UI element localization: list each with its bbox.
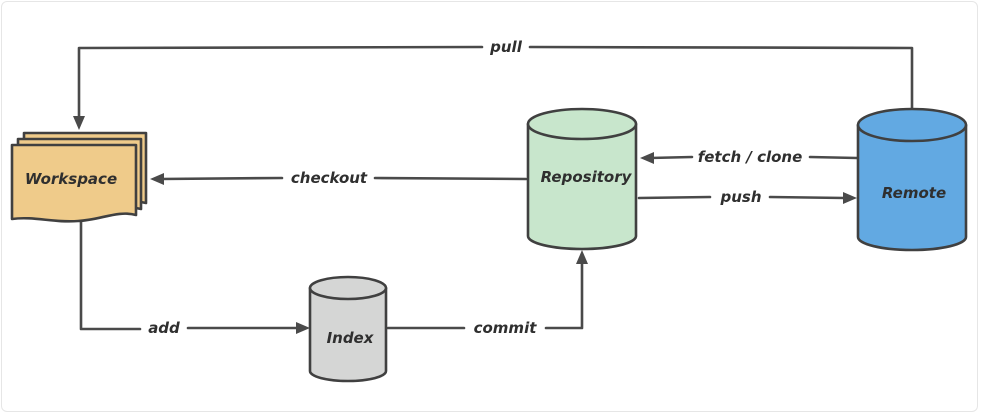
- push-arrowhead: [843, 192, 857, 204]
- push-label: push: [719, 188, 761, 206]
- workspace-label: Workspace: [25, 170, 117, 188]
- push-line: [637, 195, 847, 200]
- edge-fetch-clone: fetch / clone: [640, 148, 859, 166]
- workspace-page-front: [10, 143, 138, 223]
- commit-label: commit: [474, 319, 538, 337]
- edge-checkout: checkout: [150, 169, 528, 187]
- fetch-clone-line: [648, 155, 859, 160]
- node-workspace: Workspace: [10, 131, 148, 223]
- checkout-label: checkout: [291, 169, 368, 187]
- commit-arrowhead: [576, 250, 588, 264]
- edge-add: add: [79, 214, 310, 337]
- remote-label: Remote: [882, 184, 946, 202]
- index-cylinder-body: [308, 286, 388, 383]
- index-cylinder-top: [308, 275, 388, 301]
- fetch-clone-label: fetch / clone: [698, 148, 803, 166]
- index-label: Index: [327, 329, 375, 347]
- repository-label: Repository: [541, 168, 633, 186]
- remote-cylinder-body: [856, 123, 968, 252]
- edge-pull: pull: [73, 38, 914, 130]
- edge-push: push: [637, 188, 857, 206]
- pull-label: pull: [489, 38, 523, 56]
- checkout-line: [158, 176, 528, 181]
- node-index: Index: [308, 275, 388, 383]
- checkout-arrowhead: [150, 173, 164, 185]
- repository-cylinder-body: [526, 122, 638, 251]
- pull-line: [77, 45, 914, 122]
- pull-arrowhead: [73, 116, 85, 130]
- node-remote: Remote: [856, 107, 968, 252]
- add-arrowhead: [296, 322, 310, 334]
- remote-cylinder-top: [856, 107, 968, 143]
- commit-line: [386, 260, 584, 330]
- edge-commit: commit: [386, 250, 588, 337]
- node-repository: Repository: [526, 107, 638, 251]
- add-label: add: [148, 319, 180, 337]
- repository-cylinder-top: [526, 107, 638, 141]
- fetch-clone-arrowhead: [640, 152, 654, 164]
- add-line: [79, 214, 300, 331]
